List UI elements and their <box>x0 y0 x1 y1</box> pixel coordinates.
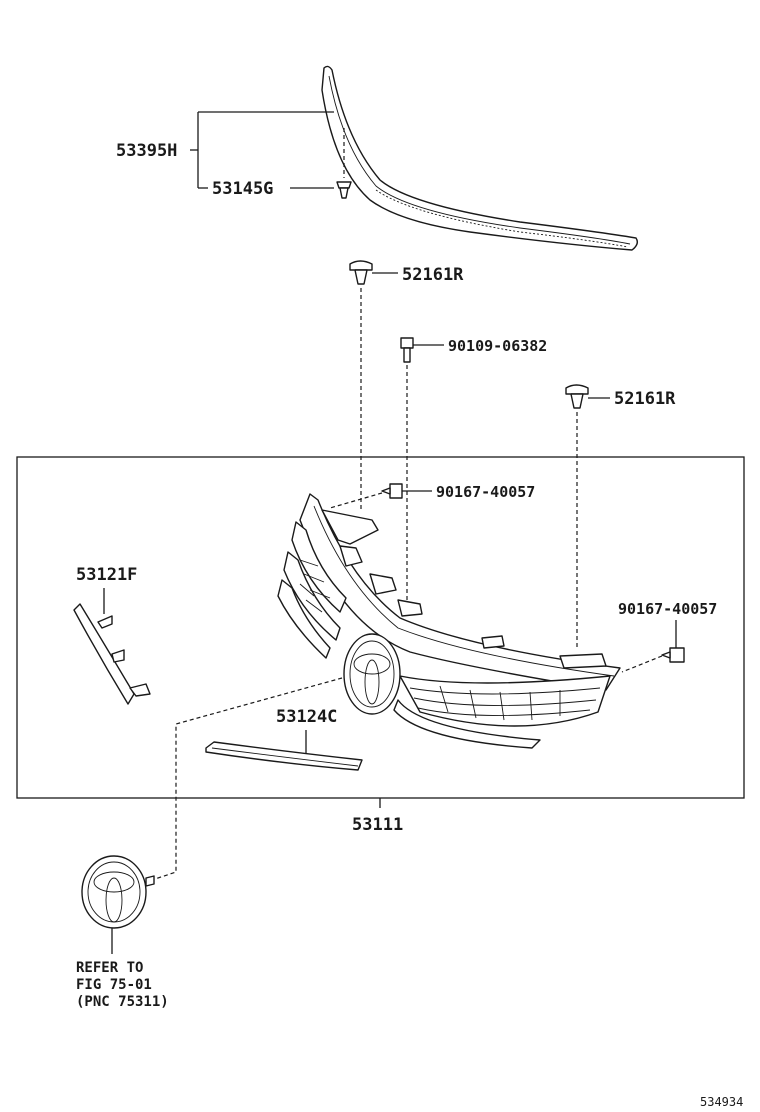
clip-left-icon <box>349 260 373 285</box>
part-label-bracket-left: 53121F <box>76 565 137 585</box>
part-label-grille-assy: 53111 <box>352 815 403 835</box>
clip-right-icon <box>565 384 589 409</box>
part-label-bolt: 90109-06382 <box>448 337 547 355</box>
part-label-clip-left: 52161R <box>402 265 464 285</box>
lower-molding-part[interactable] <box>205 741 363 771</box>
clip-upper-icon <box>336 181 352 199</box>
radiator-grille[interactable] <box>277 493 621 749</box>
reference-note-line3: (PNC 75311) <box>76 994 169 1010</box>
diagram-code: 534934 <box>700 1095 743 1109</box>
part-label-clip-right: 52161R <box>614 389 676 409</box>
bracket-left-part[interactable] <box>73 603 151 705</box>
reference-note-line2: FIG 75-01 <box>76 977 152 993</box>
part-label-screw-right: 90167-40057 <box>618 600 717 618</box>
screw-upper-icon <box>381 483 403 499</box>
emblem-part[interactable] <box>81 855 155 929</box>
upper-molding-strip[interactable] <box>321 65 639 251</box>
reference-note-line1: REFER TO <box>76 960 143 976</box>
part-label-molding-assy: 53395H <box>116 141 177 161</box>
screw-upper-dash <box>329 492 383 509</box>
screw-right-icon <box>661 647 685 663</box>
emblem-dash <box>151 677 343 881</box>
part-label-lower-molding: 53124C <box>276 707 337 727</box>
screw-right-dash <box>621 655 663 673</box>
part-label-clip-upper: 53145G <box>212 179 273 199</box>
part-label-screw-upper: 90167-40057 <box>436 483 535 501</box>
bolt-icon <box>400 337 414 363</box>
